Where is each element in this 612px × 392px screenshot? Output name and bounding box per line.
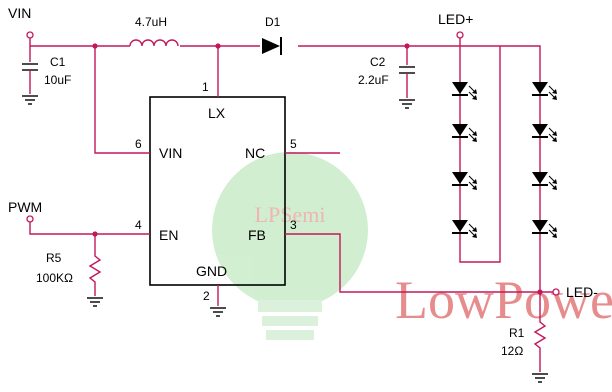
inductor-l1	[129, 38, 180, 48]
pin-name-lx: LX	[208, 105, 226, 121]
pin-name-en: EN	[159, 227, 178, 243]
watermark-logo-text: LPSemi	[255, 202, 326, 227]
capacitor-c1	[22, 63, 38, 94]
pin-num-gnd: 2	[203, 289, 210, 303]
net-label-pwm: PWM	[8, 199, 42, 215]
led-diode	[452, 220, 477, 238]
ground-c1	[22, 95, 38, 105]
pin-num-vin: 6	[135, 137, 142, 151]
led-diode	[452, 124, 477, 142]
pin-name-nc: NC	[245, 145, 265, 161]
c1-value: 10uF	[44, 73, 71, 87]
pin-num-fb: 3	[290, 218, 297, 232]
watermark-bulb: LPSemi	[212, 152, 368, 340]
junctions	[92, 43, 543, 295]
diode-d1	[262, 37, 282, 55]
ground-r1	[532, 373, 548, 383]
pin-num-nc: 5	[290, 137, 297, 151]
led-diode	[532, 172, 557, 190]
inductor-value: 4.7uH	[135, 15, 167, 29]
c2-value: 2.2uF	[358, 73, 389, 87]
d1-ref: D1	[265, 15, 281, 29]
net-label-led-minus: LED-	[566, 284, 598, 300]
pin-name-vin: VIN	[159, 145, 182, 161]
resistor-r5	[88, 252, 102, 296]
pin-num-en: 4	[135, 218, 142, 232]
r5-ref: R5	[46, 251, 62, 265]
r5-value: 100KΩ	[36, 271, 73, 285]
pin-name-gnd: GND	[196, 263, 227, 279]
led-diode	[532, 124, 557, 142]
net-label-vin: VIN	[8, 5, 31, 21]
r1-ref: R1	[509, 326, 525, 340]
watermark-brand: LowPower	[395, 270, 612, 330]
pin-num-lx: 1	[202, 80, 209, 94]
wires	[29, 38, 555, 318]
pin-name-fb: FB	[248, 227, 266, 243]
led-diode	[452, 172, 477, 190]
ground-r5	[87, 297, 103, 307]
ground-c2	[399, 99, 415, 109]
net-label-led-plus: LED+	[438, 11, 473, 27]
ground-ic	[210, 307, 226, 317]
led-strings	[452, 80, 557, 238]
resistor-r1	[533, 318, 547, 372]
led-diode	[532, 220, 557, 238]
c1-ref: C1	[50, 55, 66, 69]
c2-ref: C2	[370, 55, 386, 69]
led-diode	[452, 82, 477, 100]
terminals	[26, 31, 560, 296]
led-diode	[532, 82, 557, 100]
r1-value: 12Ω	[501, 344, 523, 358]
capacitor-c2	[399, 66, 415, 98]
